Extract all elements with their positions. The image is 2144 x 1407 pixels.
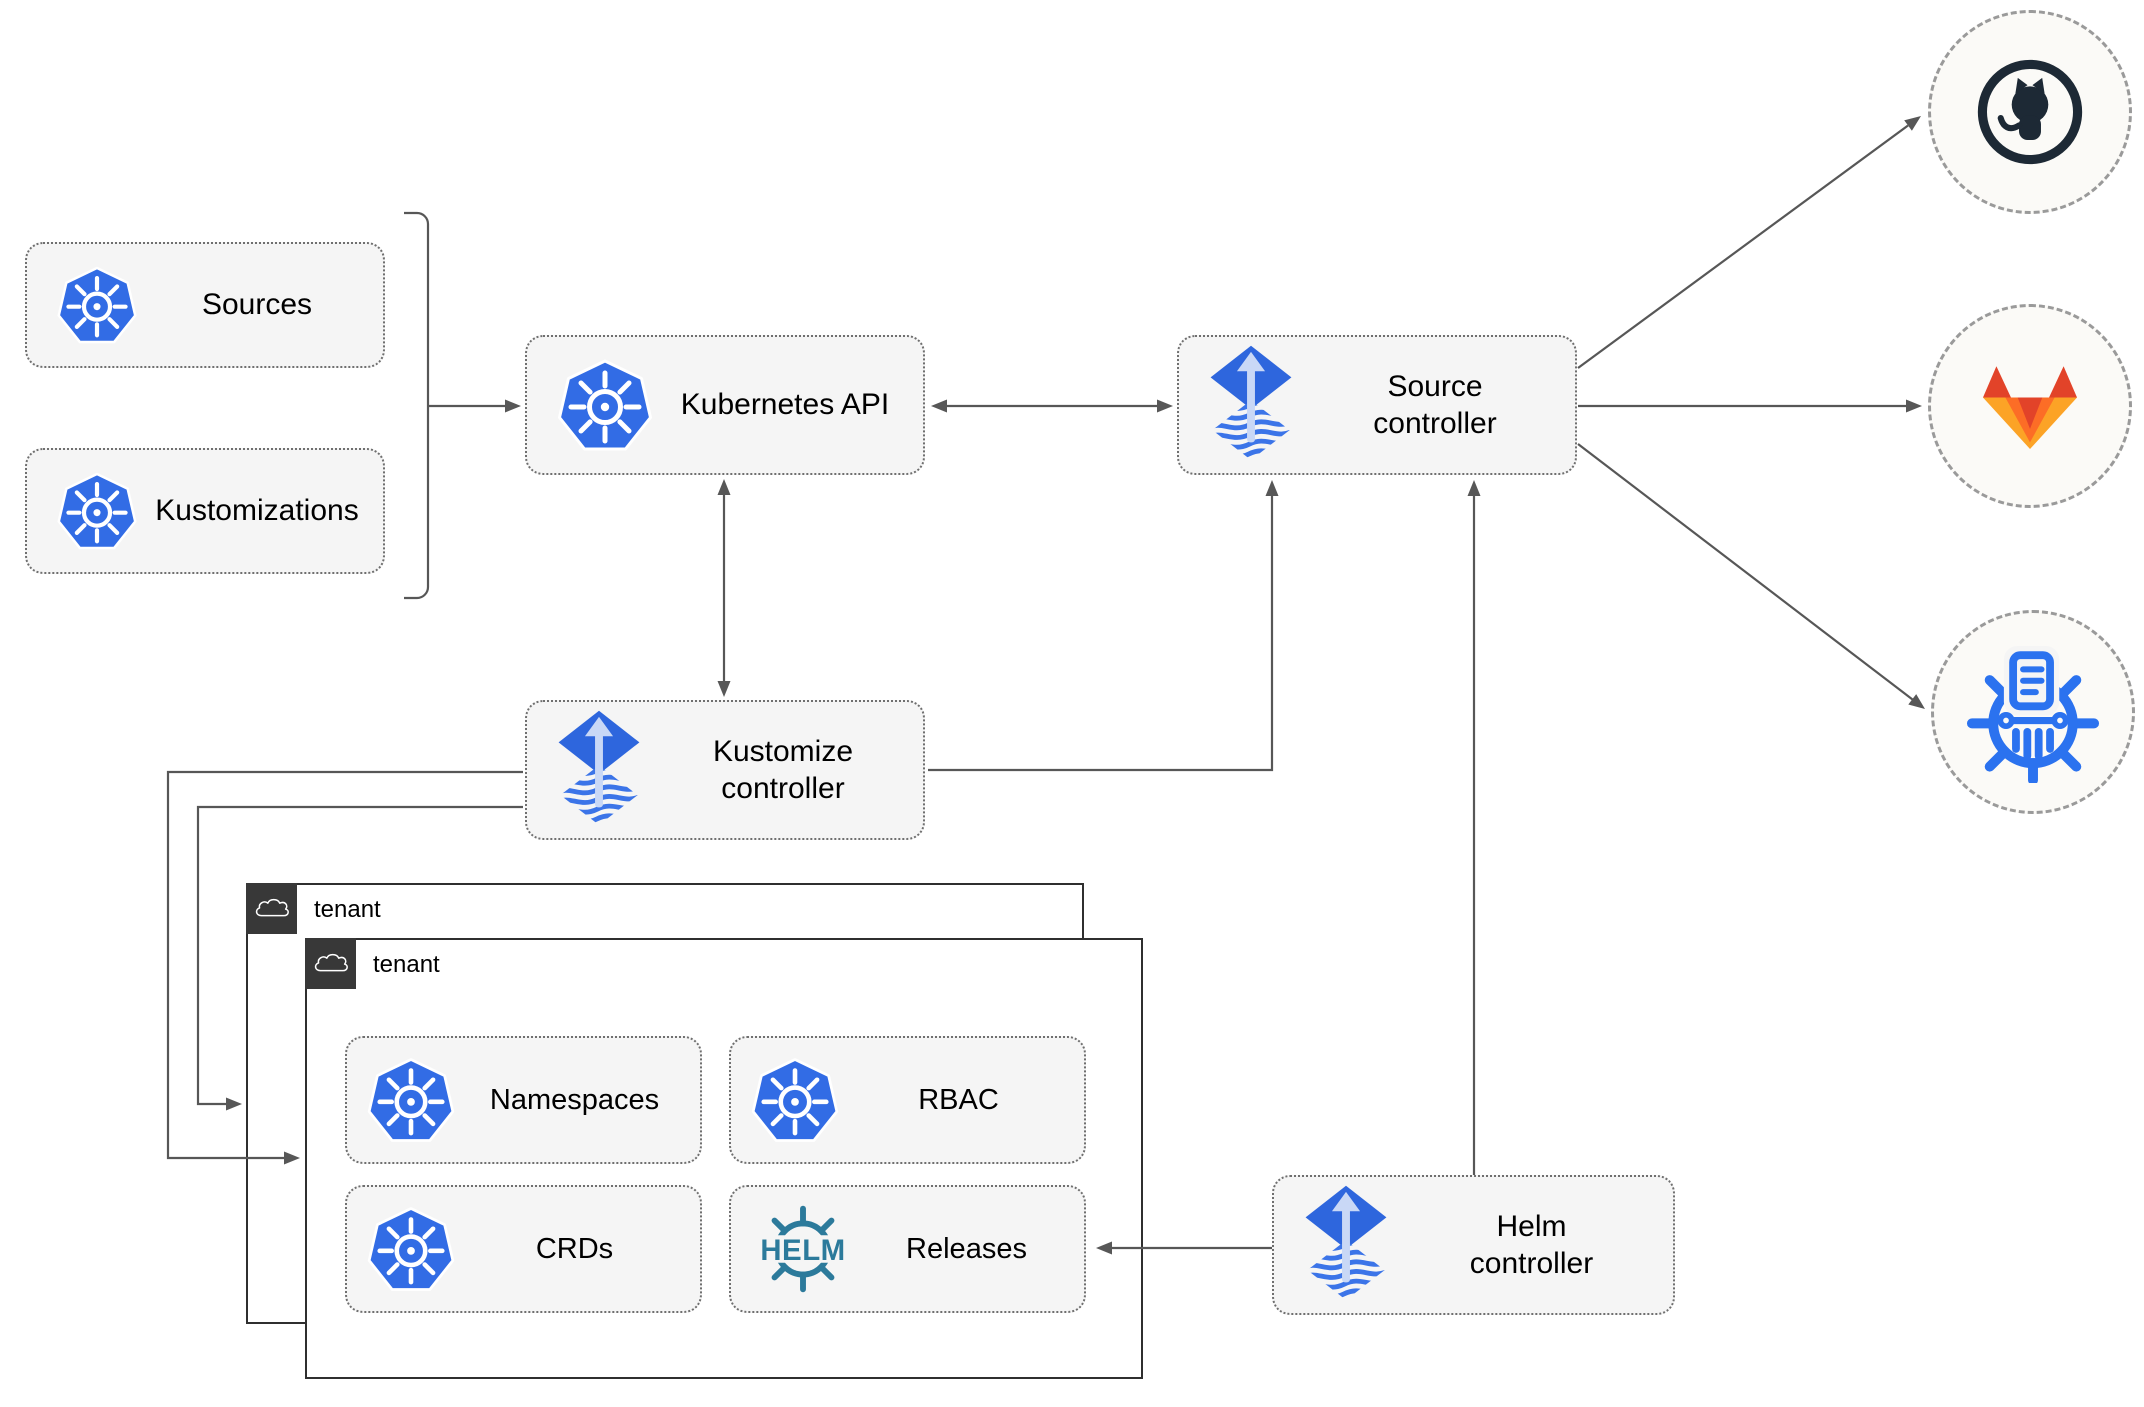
flux-icon (1302, 1184, 1390, 1307)
bracket-sources-group (404, 211, 430, 600)
kubernetes-icon (365, 1203, 457, 1295)
endpoint-chartmuseum (1931, 610, 2135, 814)
container-tenant-front: tenant Namespaces RBAC CRDs (305, 938, 1143, 1379)
flux-icon (555, 709, 643, 832)
node-kustomizations: Kustomizations (25, 448, 385, 574)
github-icon (1969, 51, 2091, 173)
kubernetes-icon (55, 469, 139, 553)
kubernetes-icon (365, 1054, 457, 1146)
kubernetes-icon (555, 355, 655, 455)
node-crds-label: CRDs (535, 1232, 614, 1265)
node-kubernetes-api-label: Kubernetes API (680, 388, 890, 422)
node-kustomize-controller-label: Kustomize controller (712, 734, 854, 806)
helm-wheel-text: HELM (760, 1234, 845, 1267)
node-sources-label: Sources (201, 288, 313, 322)
node-kustomizations-label: Kustomizations (155, 494, 359, 528)
endpoint-github (1928, 10, 2132, 214)
gitlab-icon (1974, 355, 2086, 458)
flux-icon (1207, 344, 1295, 467)
node-kubernetes-api: Kubernetes API (525, 335, 925, 475)
tenant-tab (305, 938, 356, 989)
node-releases-label: Releases (906, 1232, 1027, 1265)
node-source-controller-label: Source controller (1373, 369, 1497, 441)
node-rbac: RBAC (729, 1036, 1086, 1164)
node-kustomize-controller: Kustomize controller (525, 700, 925, 840)
cloud-icon (253, 895, 291, 922)
tenant-label: tenant (373, 951, 440, 978)
node-namespaces: Namespaces (345, 1036, 702, 1164)
chartmuseum-icon (1962, 641, 2104, 783)
kubernetes-icon (749, 1054, 841, 1146)
endpoint-gitlab (1928, 304, 2132, 508)
cloud-icon (312, 950, 350, 977)
kubernetes-icon (55, 263, 139, 347)
helm-wheel-icon: HELM (760, 1205, 845, 1293)
tenant-tab (246, 883, 297, 934)
tenant-label: tenant (314, 896, 381, 923)
node-source-controller: Source controller (1177, 335, 1577, 475)
node-namespaces-label: Namespaces (489, 1083, 660, 1116)
node-helm-controller: Helm controller (1272, 1175, 1675, 1315)
node-releases: HELM Releases (729, 1185, 1086, 1313)
node-helm-controller-label: Helm controller (1469, 1209, 1594, 1281)
node-sources: Sources (25, 242, 385, 368)
node-crds: CRDs (345, 1185, 702, 1313)
node-rbac-label: RBAC (918, 1083, 999, 1116)
